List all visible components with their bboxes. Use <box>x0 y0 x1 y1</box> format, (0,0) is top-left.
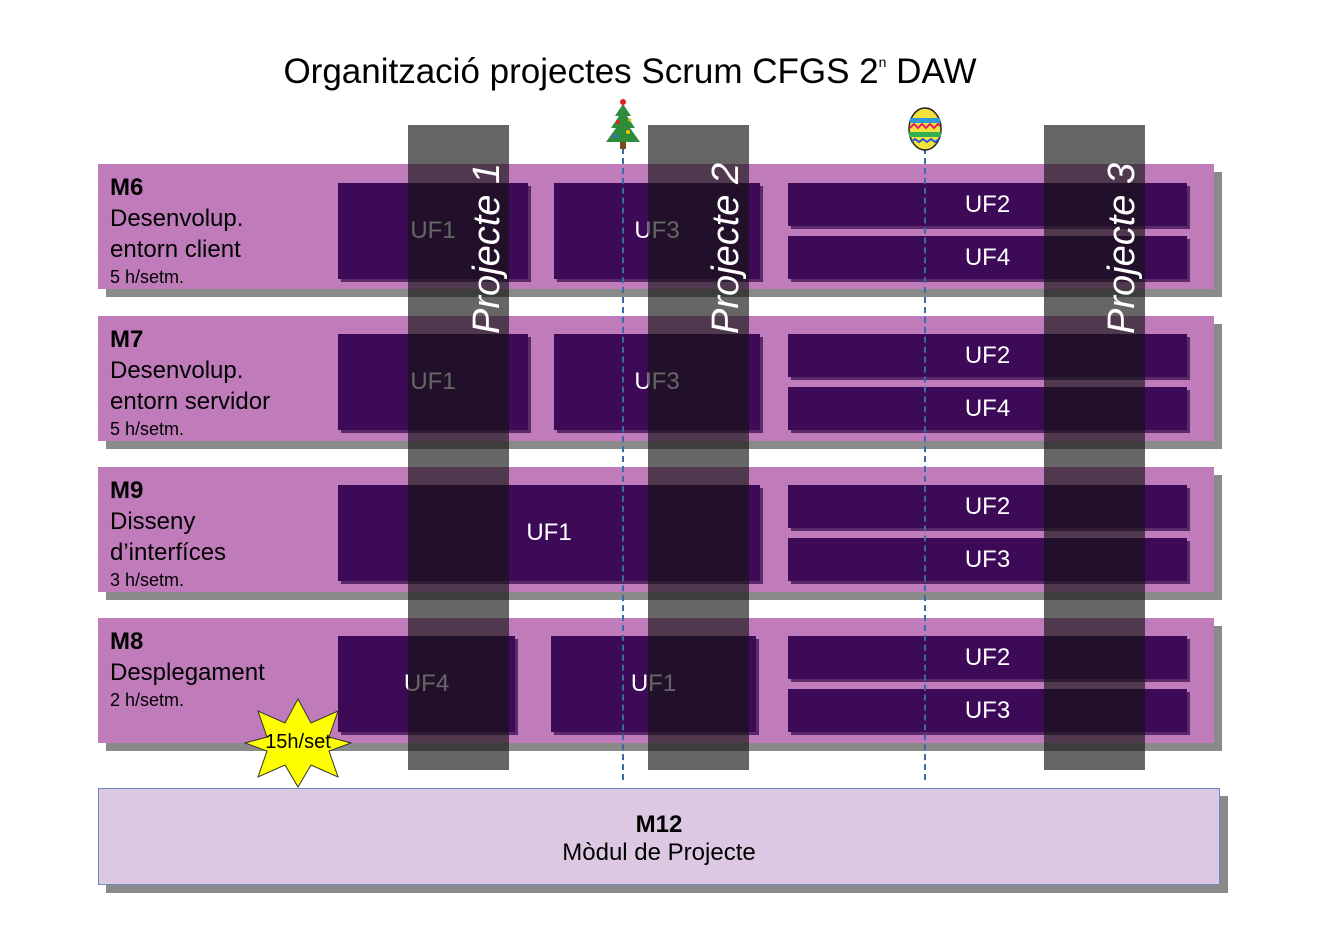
module-label: M6 Desenvolup. entorn client 5 h/setm. <box>110 174 244 287</box>
project-2-bar <box>648 125 749 770</box>
project-1-label: Projecte 1 <box>466 162 508 334</box>
project-1-bar <box>408 125 509 770</box>
christmas-divider <box>622 148 624 780</box>
christmas-tree-icon <box>606 98 640 149</box>
easter-divider <box>924 148 926 780</box>
hours-badge-label: 15h/set <box>265 731 331 753</box>
project-3-label: Projecte 3 <box>1101 162 1143 334</box>
module-label: M9 Disseny d’interfíces 3 h/setm. <box>110 477 227 590</box>
hours-badge <box>243 697 353 788</box>
easter-egg-icon <box>908 107 942 151</box>
module-m12: M12 Mòdul de Projecte <box>98 788 1220 885</box>
project-3-bar <box>1044 125 1145 770</box>
project-2-label: Projecte 2 <box>705 162 747 334</box>
module-label: M7 Desenvolup. entorn servidor 5 h/setm. <box>110 326 271 439</box>
diagram-title: Organització projectes Scrum CFGS 2n DAW <box>283 52 977 91</box>
module-label: M8 Desplegament 2 h/setm. <box>110 628 265 710</box>
